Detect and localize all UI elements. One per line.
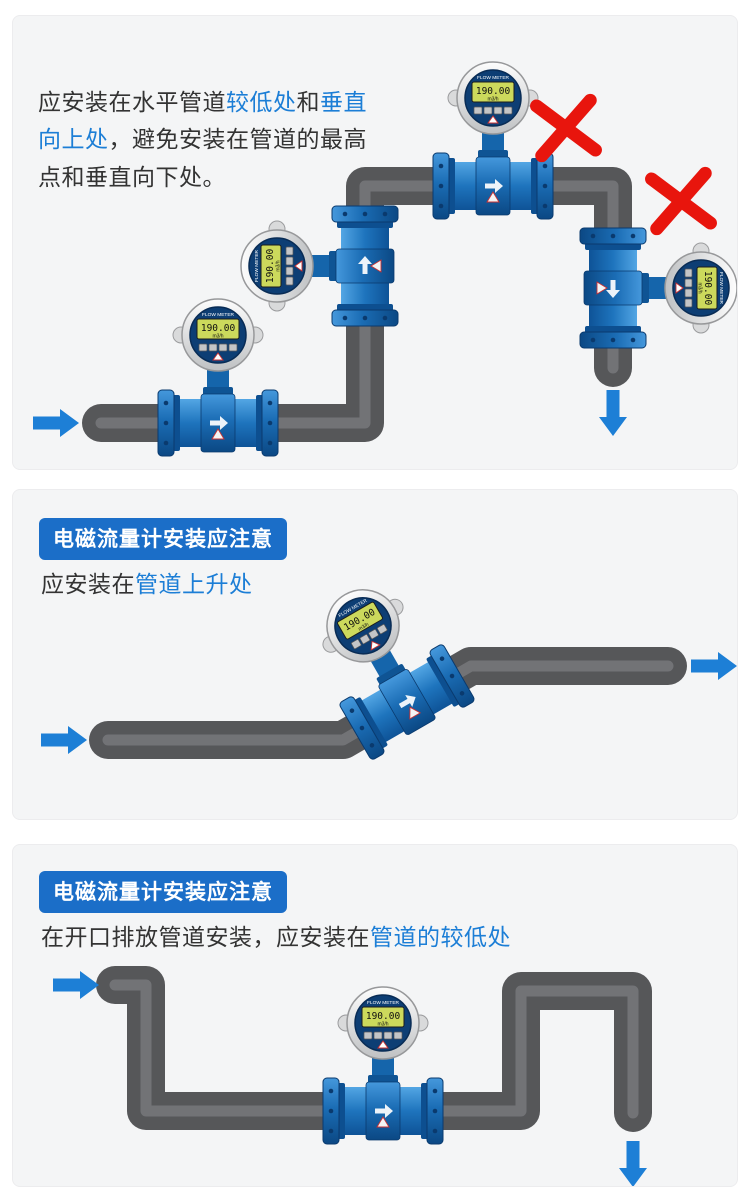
text-part-highlight: 管道上升处: [135, 571, 253, 597]
red-x-icon: [652, 173, 711, 228]
text-part: 应安装在: [41, 571, 135, 597]
flow-meter-low-section: [322, 986, 444, 1145]
pipe-scene-1: [33, 61, 737, 457]
text-part: ，避免安装在管道的最高点和垂直向下处。: [38, 126, 367, 190]
text-part: 在开口排放管道安装，应安装在: [41, 924, 370, 950]
inlet-flow-arrow: [41, 726, 87, 754]
instruction-text: 应安装在管道上升处: [41, 566, 701, 603]
instruction-text: 应安装在水平管道较低处和垂直向上处，避免安装在管道的最高点和垂直向下处。: [38, 84, 390, 196]
red-x-icon: [537, 100, 596, 155]
section-badge: 电磁流量计安装应注意: [39, 518, 287, 560]
inlet-flow-arrow: [53, 971, 99, 999]
inlet-flow-arrow: [33, 409, 79, 437]
instruction-text: 在开口排放管道安装，应安装在管道的较低处: [41, 919, 721, 956]
section-badge: 电磁流量计安装应注意: [39, 871, 287, 913]
panel-open-discharge-install: 电磁流量计安装应注意 在开口排放管道安装，应安装在管道的较低处: [12, 844, 738, 1187]
flow-meter-vertical-up: [240, 205, 399, 327]
panel-horizontal-vertical-install: 应安装在水平管道较低处和垂直向上处，避免安装在管道的最高点和垂直向下处。: [12, 15, 738, 470]
text-part: 应安装在水平管道: [38, 89, 226, 115]
text-part-highlight: 垂直向上处: [38, 89, 367, 153]
pipe-scene-2: [41, 563, 737, 762]
outlet-flow-arrow: [599, 390, 627, 436]
pipe-scene-3: [53, 966, 652, 1186]
flow-meter-high-point: [432, 61, 554, 220]
flow-meter-vertical-down: [579, 227, 737, 349]
outlet-flow-arrow: [691, 652, 737, 680]
panel-rising-pipe-install: 电磁流量计安装应注意 应安装在管道上升处: [12, 489, 738, 820]
outlet-flow-arrow: [619, 1141, 647, 1186]
text-part-highlight: 管道的较低处: [370, 924, 511, 950]
pipe-highlight: [109, 979, 639, 1119]
flow-meter-low-horizontal: [157, 298, 279, 457]
text-part: 和: [296, 89, 320, 115]
text-part-highlight: 较低处: [226, 89, 297, 115]
